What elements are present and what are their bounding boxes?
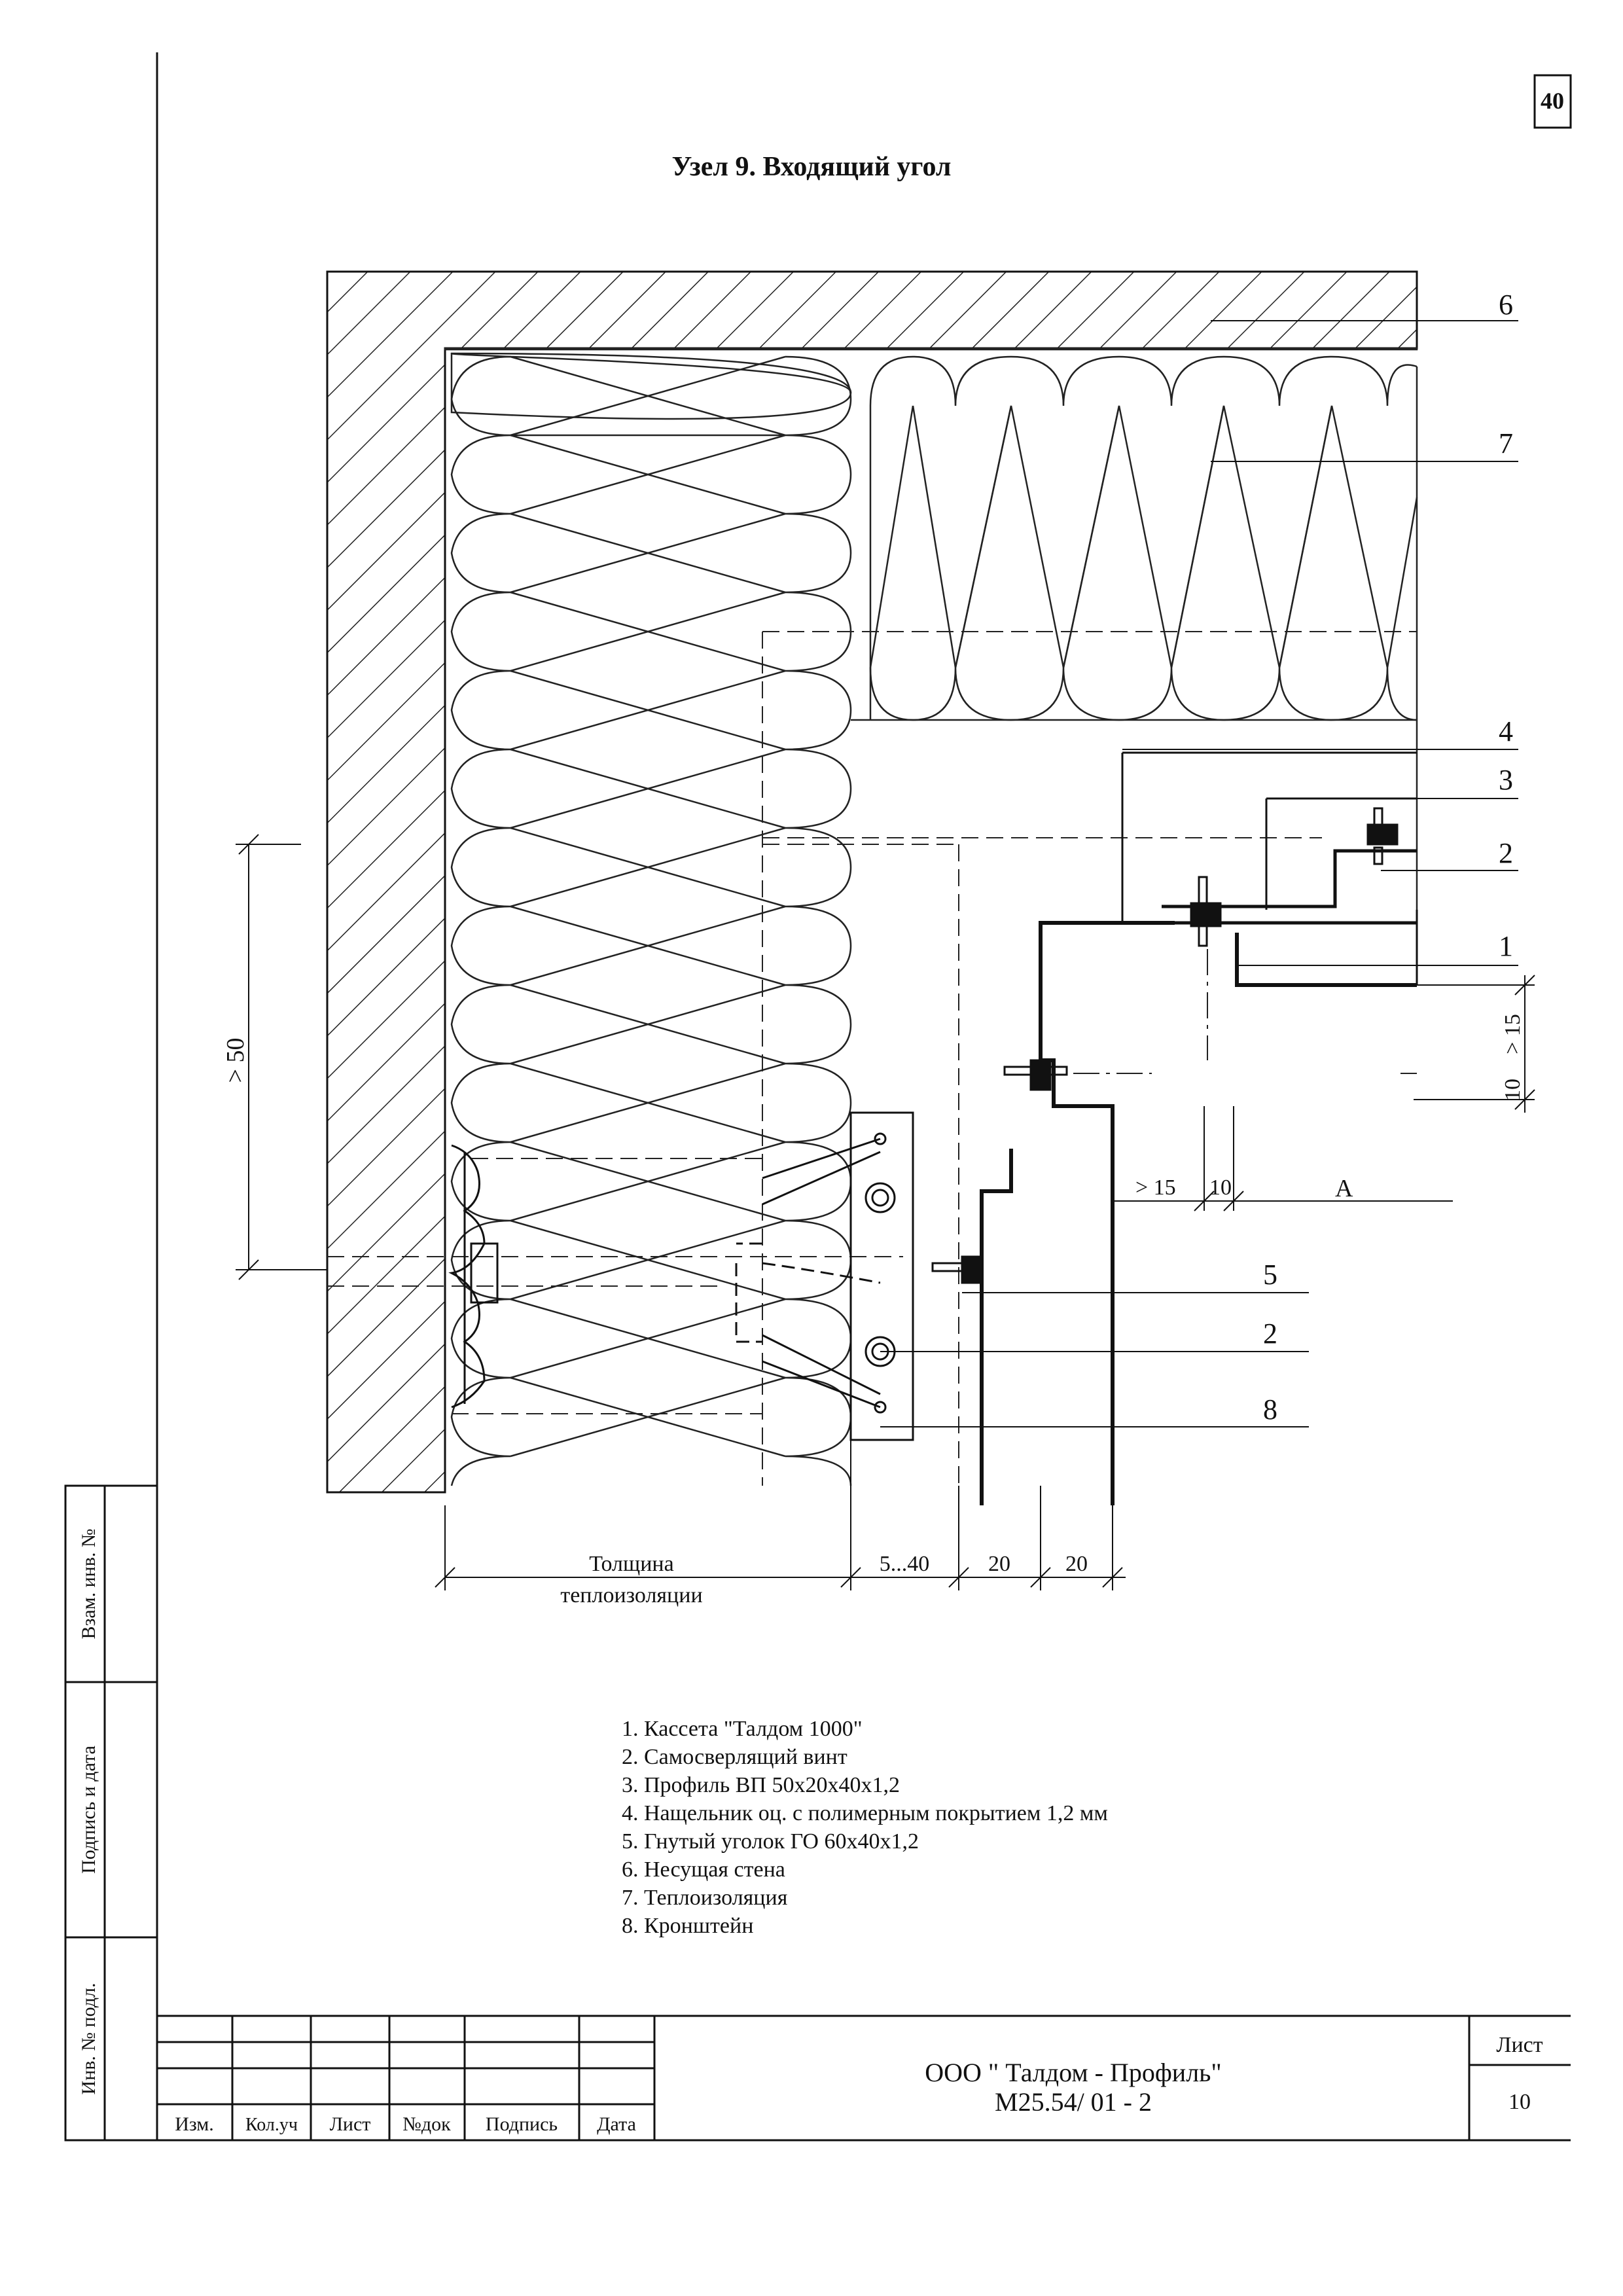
dim-20b: 20 [1065, 1552, 1088, 1576]
tb-col-data: Дата [597, 2113, 636, 2135]
legend-item: 8. Кронштейн [622, 1914, 754, 1938]
callout-6: 6 [1499, 289, 1513, 321]
drawing-text: Узел 9. Входящий угол 40 6 7 4 3 2 1 5 2… [78, 88, 1564, 2135]
dim-20a: 20 [988, 1552, 1010, 1576]
legend-item: 5. Гнутый уголок ГО 60х40х1,2 [622, 1829, 919, 1854]
legend-item: 1. Кассета "Талдом 1000" [622, 1717, 863, 1741]
legend-item: 6. Несущая стена [622, 1857, 785, 1882]
legend-item: 7. Теплоизоляция [622, 1886, 788, 1910]
legend: 1. Кассета "Талдом 1000" 2. Самосверлящи… [622, 1715, 1108, 1940]
leader-lines [880, 320, 1518, 1427]
page-tab: 40 [1541, 88, 1564, 114]
tb-sheet-label: Лист [1496, 2033, 1543, 2057]
insulation [444, 347, 1418, 1486]
callout-2-bottom: 2 [1263, 1318, 1277, 1350]
dim-gt50: > 50 [222, 1038, 249, 1083]
screws [931, 807, 1399, 1284]
cassette-profiles [980, 751, 1418, 1505]
stamp-sign-date: Подпись и дата [78, 1746, 99, 1874]
callout-5: 5 [1263, 1259, 1277, 1291]
tb-doc-code: М25.54/ 01 - 2 [995, 2087, 1152, 2117]
bracket [735, 1111, 914, 1441]
tb-col-izm: Изм. [175, 2113, 214, 2135]
tb-sheet-number: 10 [1508, 2090, 1531, 2114]
stamp-orig-inv: Инв. № подл. [78, 1983, 99, 2095]
dim-gt15-mid: > 15 [1135, 1175, 1176, 1200]
legend-item: 2. Самосверлящий винт [622, 1745, 847, 1769]
bearing-wall [326, 270, 1418, 1494]
callout-4: 4 [1499, 715, 1513, 747]
sheet-frame [64, 52, 1572, 2142]
dim-insulation-2: теплоизоляции [560, 1583, 702, 1607]
tb-col-podpis: Подпись [486, 2113, 558, 2135]
callout-8: 8 [1263, 1393, 1277, 1426]
wall-anchor [448, 1144, 499, 1408]
callout-2-top: 2 [1499, 837, 1513, 869]
tb-company: ООО " Талдом - Профиль" [925, 2058, 1221, 2087]
callout-3: 3 [1499, 764, 1513, 796]
legend-item: 3. Профиль ВП 50х20х40х1,2 [622, 1773, 900, 1797]
tb-col-list: Лист [330, 2113, 371, 2135]
center-lines [1073, 949, 1417, 1074]
hidden-lines [327, 631, 1417, 1486]
tb-col-ndok: №док [402, 2113, 451, 2135]
dim-10-mid: 10 [1209, 1175, 1232, 1200]
stamp-replace-inv: Взам. инв. № [78, 1528, 99, 1639]
drawing-title: Узел 9. Входящий угол [672, 152, 952, 182]
dim-10-right: 10 [1501, 1079, 1525, 1101]
label-a: A [1335, 1175, 1353, 1202]
dim-5-40: 5...40 [880, 1552, 930, 1576]
tb-col-koluch: Кол.уч [245, 2115, 298, 2135]
dimension-lines [236, 834, 1535, 1590]
callout-7: 7 [1499, 427, 1513, 459]
callout-1: 1 [1499, 930, 1513, 962]
dim-insulation-1: Толщина [589, 1552, 673, 1576]
dim-gt15-right: > 15 [1501, 1014, 1525, 1054]
legend-item: 4. Нащельник оц. с полимерным покрытием … [622, 1801, 1108, 1825]
